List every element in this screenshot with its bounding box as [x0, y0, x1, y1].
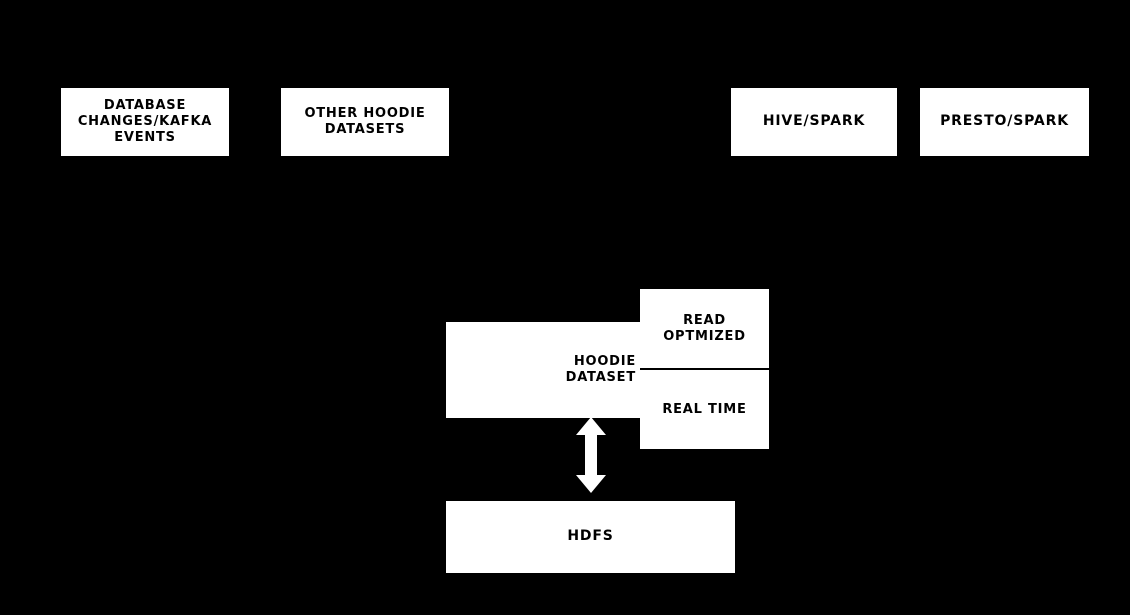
node-label: Real Time — [662, 401, 747, 417]
node-hdfs[interactable]: HDFS — [446, 501, 735, 573]
node-hive-spark[interactable]: Hive/Spark — [731, 88, 897, 156]
node-label: Presto/Spark — [940, 113, 1069, 130]
node-label: Database changes/Kafka events — [77, 98, 213, 145]
node-presto-spark[interactable]: Presto/Spark — [920, 88, 1089, 156]
node-label: Hoodie Dataset — [565, 354, 636, 385]
node-database-changes-kafka-events[interactable]: Database changes/Kafka events — [61, 88, 229, 156]
bidirectional-arrow-icon — [576, 417, 606, 493]
node-label: Read Optmized — [663, 312, 746, 344]
node-other-hoodie-datasets[interactable]: Other Hoodie datasets — [281, 88, 449, 156]
node-label: HDFS — [567, 528, 614, 545]
node-label: Other Hoodie datasets — [304, 106, 426, 137]
node-hoodie-dataset[interactable]: Hoodie Dataset — [446, 322, 640, 418]
node-label: Hive/Spark — [762, 113, 866, 130]
node-real-time-view[interactable]: Real Time — [640, 370, 769, 449]
node-read-optimized-view[interactable]: Read Optmized — [640, 289, 769, 370]
hoodie-views-stack: Read Optmized Real Time — [640, 289, 769, 449]
